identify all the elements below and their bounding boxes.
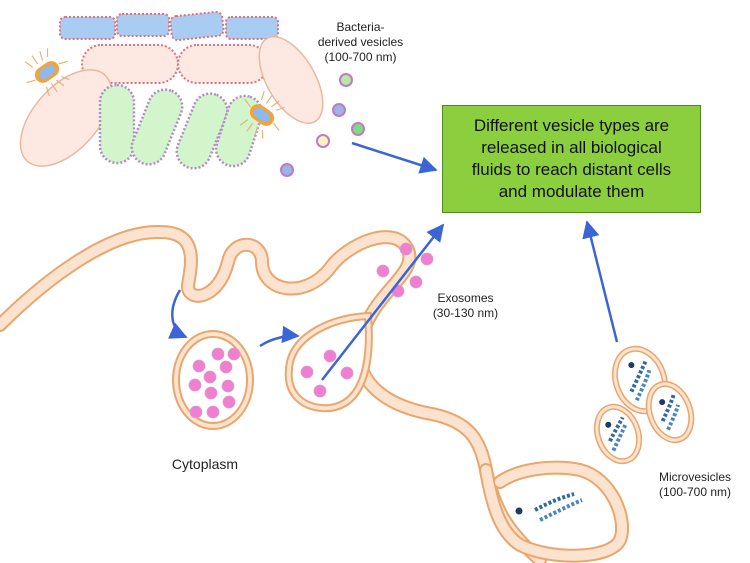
callout-line-1: Different vesicle types are <box>473 115 670 135</box>
callout-line-3: fluids to reach distant cells <box>471 160 672 179</box>
exosomes-label: Exosomes (30-130 nm) <box>418 291 513 321</box>
callout-line-4: and modulate them <box>498 182 645 202</box>
bacterium-oval-pink <box>258 35 324 125</box>
bacteria-label-line-1: Bacteria- <box>336 20 385 34</box>
exosome <box>323 349 337 363</box>
microvesicles-label: Microvesicles (100-700 nm) <box>645 470 745 500</box>
exosomes-label-line-1: Exosomes <box>437 291 494 305</box>
cell-membrane <box>0 224 629 563</box>
exosome <box>227 347 241 361</box>
microvesicle <box>593 403 643 465</box>
pocket-exosomes <box>300 349 354 398</box>
bacterium-rod-green <box>98 83 136 165</box>
exosome <box>420 252 434 266</box>
exosome <box>221 379 235 393</box>
exosome <box>313 384 327 398</box>
exosome <box>300 365 314 379</box>
bacterial-vesicle <box>351 122 365 136</box>
microvesicle <box>645 380 695 444</box>
bacterial-vesicle <box>332 103 346 117</box>
microvesicles-label-line-1: Microvesicles <box>658 470 731 484</box>
callout-line-2: released in all biological <box>481 137 662 157</box>
arrow-microvesicles <box>582 220 619 343</box>
exosome <box>399 242 413 256</box>
bacteria-vesicles-label: Bacteria- derived vesicles (100-700 nm) <box>303 20 418 65</box>
exosome <box>211 347 225 361</box>
bacterium-rod-green <box>130 88 184 166</box>
bacterium-flagellated <box>239 90 285 139</box>
bacterium-rod-blue <box>116 13 170 37</box>
bacteria-label-line-2: derived vesicles <box>317 35 404 49</box>
cytoplasm-label: Cytoplasm <box>160 456 250 474</box>
exosomes-label-line-2: (30-130 nm) <box>432 306 499 320</box>
exosome <box>409 275 423 289</box>
arrow-exosome-release <box>321 223 445 381</box>
bacterial-vesicle <box>316 134 330 148</box>
released-exosomes <box>376 242 434 298</box>
exosome <box>219 360 233 374</box>
bacterium-rod-blue <box>225 16 279 40</box>
bacterium-flagellated <box>24 48 70 97</box>
bacterium-oval-pink <box>19 69 113 167</box>
exosome <box>188 378 202 392</box>
arrow-endocytosis <box>168 289 188 339</box>
exosome <box>203 370 217 384</box>
bacterium-rod-green <box>175 92 229 170</box>
bacteria-cluster <box>19 10 324 170</box>
exosome <box>376 264 390 278</box>
bacterial-vesicle <box>280 163 294 177</box>
arrows <box>168 141 619 381</box>
bacteria-label-line-3: (100-700 nm) <box>324 50 397 64</box>
bacterium-rod-blue <box>169 10 225 42</box>
exosome <box>192 359 206 373</box>
bacterial-vesicle <box>339 73 353 87</box>
exosome <box>204 386 218 400</box>
callout-box: Different vesicle types are released in … <box>442 105 701 213</box>
bacterium-rod-pink <box>81 44 179 84</box>
bacterial-vesicles <box>280 73 365 177</box>
exosome <box>340 366 354 380</box>
budding-microvesicle-cargo <box>515 492 583 522</box>
exosome <box>222 395 236 409</box>
exosome <box>206 405 220 419</box>
cytoplasm-label-text: Cytoplasm <box>171 456 239 472</box>
arrow-mvb-to-membrane <box>259 325 300 348</box>
bacterium-rod-blue <box>59 16 116 40</box>
microvesicles-label-line-2: (100-700 nm) <box>658 485 732 499</box>
arrow-bacterial-vesicles <box>351 141 438 174</box>
microvesicles <box>515 345 695 522</box>
bacterium-rod-pink <box>177 44 269 84</box>
mvb-exosomes <box>188 347 241 419</box>
exosome <box>189 405 203 419</box>
